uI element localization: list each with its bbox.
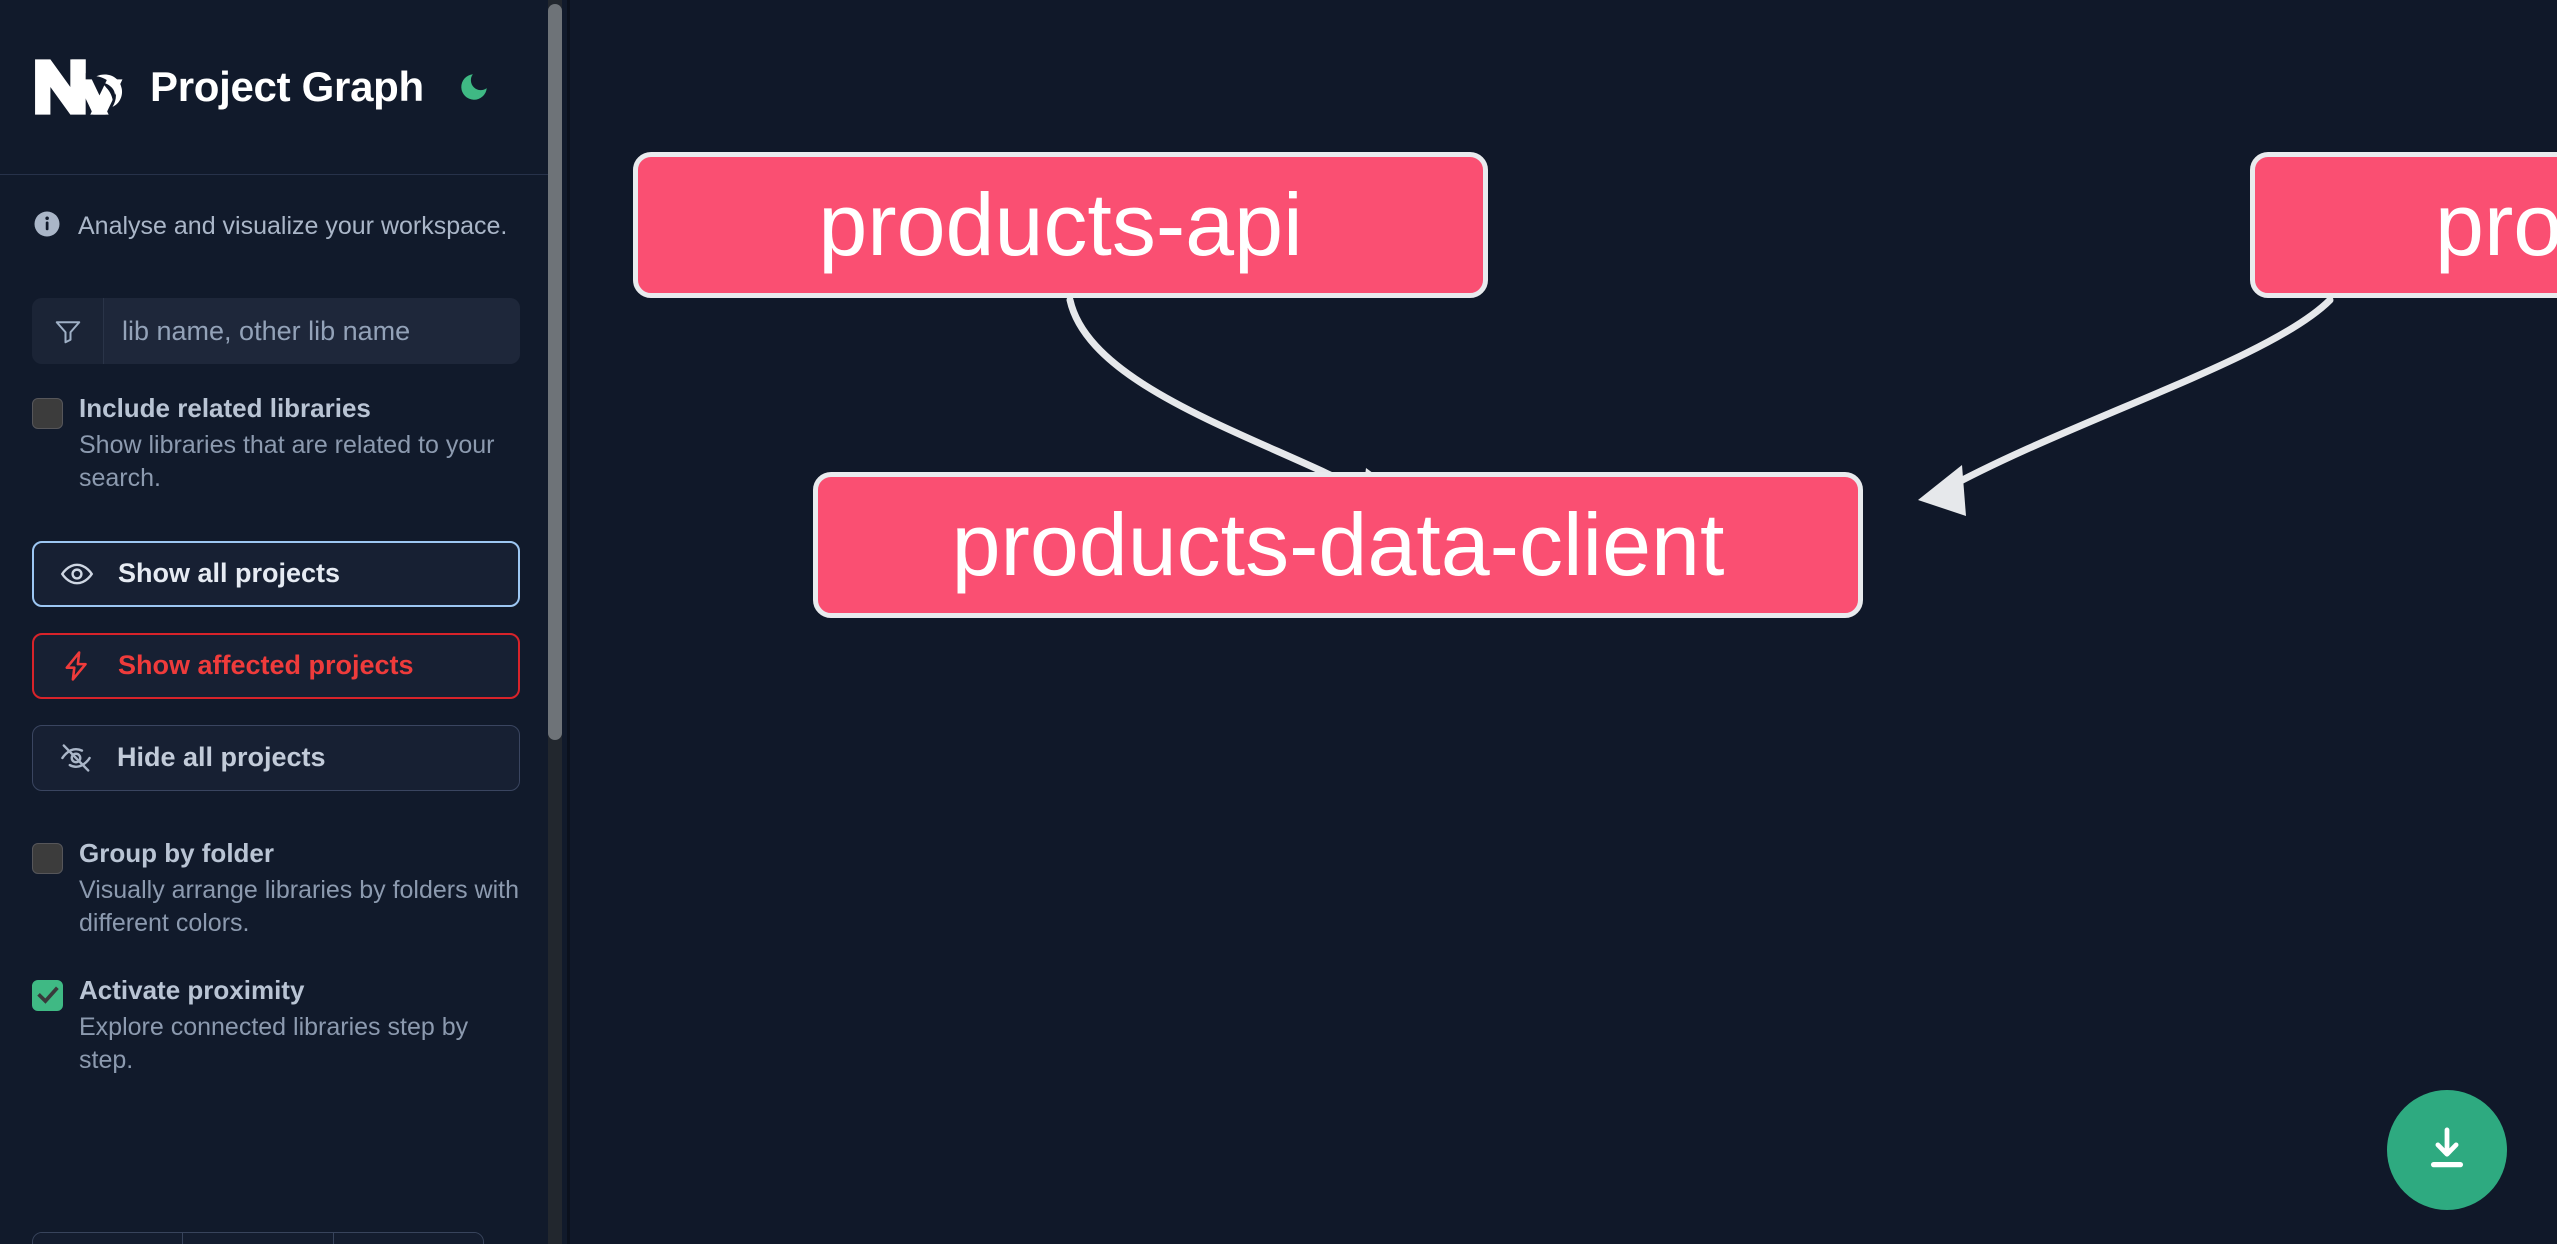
action-buttons: Show all projects Show affected projects — [32, 540, 520, 791]
option-texts: Include related libraries Show libraries… — [79, 393, 520, 495]
option-label: Activate proximity — [79, 974, 305, 1005]
sidebar-body: Analyse and visualize your workspace. — [0, 209, 552, 1077]
option-description: Show libraries that are related to your … — [79, 430, 495, 492]
lightning-bolt-icon — [60, 649, 96, 683]
option-activate-proximity[interactable]: Activate proximity Explore connected lib… — [32, 974, 520, 1077]
show-all-projects-label: Show all projects — [118, 558, 341, 589]
segment-item[interactable] — [333, 1233, 483, 1244]
graph-node-products-cli[interactable]: products-cli — [2250, 152, 2557, 298]
hide-all-projects-button[interactable]: Hide all projects — [32, 724, 520, 791]
option-include-related-libraries[interactable]: Include related libraries Show libraries… — [32, 393, 520, 495]
option-texts: Group by folder Visually arrange librari… — [79, 837, 520, 940]
graph-node-label: products-cli — [2435, 175, 2557, 274]
graph-canvas[interactable]: products-api products-cli products-data-… — [570, 0, 2557, 1244]
moon-icon[interactable] — [452, 65, 496, 109]
sidebar: Project Graph — [0, 0, 570, 1244]
info-icon — [32, 209, 62, 244]
graph-node-label: products-api — [818, 175, 1303, 274]
edge-products-cli-to-products-data-client — [1936, 296, 2334, 496]
filter-funnel-icon — [32, 298, 104, 364]
show-affected-projects-button[interactable]: Show affected projects — [32, 632, 520, 699]
sidebar-edge — [567, 0, 570, 1244]
download-graph-button[interactable] — [2387, 1090, 2507, 1210]
option-description: Explore connected libraries step by step… — [79, 1012, 469, 1074]
segment-item[interactable] — [33, 1233, 184, 1244]
search-input[interactable] — [104, 298, 520, 364]
sidebar-content: Project Graph — [0, 0, 552, 1244]
download-icon — [2421, 1123, 2473, 1178]
graph-node-products-api[interactable]: products-api — [633, 152, 1488, 298]
group-by-folder-checkbox[interactable] — [32, 842, 63, 874]
option-label: Group by folder — [79, 837, 274, 868]
search-bar[interactable] — [32, 298, 520, 364]
tagline: Analyse and visualize your workspace. — [32, 209, 520, 244]
option-description: Visually arrange libraries by folders wi… — [79, 875, 520, 937]
page-title: Project Graph — [150, 63, 424, 110]
activate-proximity-checkbox[interactable] — [32, 979, 63, 1011]
nx-logo-icon — [32, 56, 124, 118]
show-all-projects-button[interactable]: Show all projects — [32, 540, 520, 607]
show-affected-projects-label: Show affected projects — [118, 650, 414, 681]
option-group-by-folder[interactable]: Group by folder Visually arrange librari… — [32, 837, 520, 940]
graph-node-products-data-client[interactable]: products-data-client — [813, 472, 1863, 618]
eye-slash-icon — [59, 741, 95, 775]
arrowhead-products-cli — [1918, 465, 1966, 516]
segmented-control-partial[interactable] — [32, 1232, 484, 1244]
hide-all-projects-label: Hide all projects — [117, 742, 326, 773]
edge-products-api-to-products-data-client — [1066, 296, 1374, 499]
sidebar-scrollbar-thumb[interactable] — [548, 4, 562, 740]
option-label: Include related libraries — [79, 393, 371, 423]
include-related-libraries-checkbox[interactable] — [32, 398, 63, 429]
graph-node-label: products-data-client — [951, 495, 1725, 594]
tagline-text: Analyse and visualize your workspace. — [78, 212, 508, 240]
option-texts: Activate proximity Explore connected lib… — [79, 974, 520, 1077]
sidebar-header: Project Graph — [0, 0, 552, 175]
segment-item[interactable] — [183, 1233, 334, 1244]
eye-icon — [60, 557, 96, 591]
